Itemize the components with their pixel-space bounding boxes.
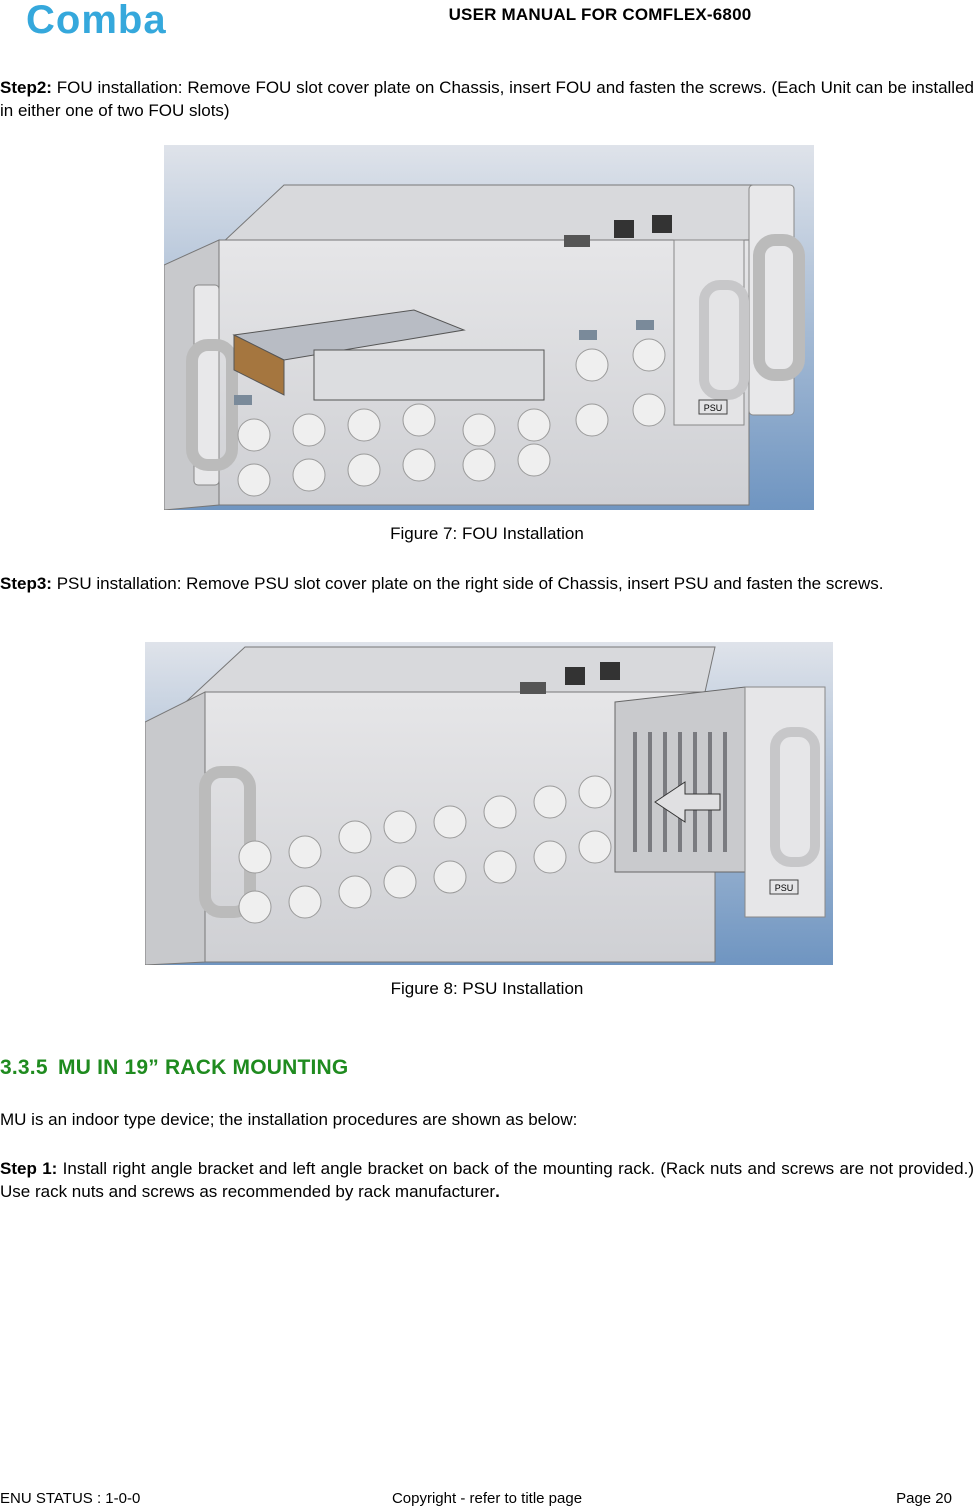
step3-text: PSU installation: Remove PSU slot cover …	[51, 574, 884, 593]
section-title: MU IN 19” RACK MOUNTING	[58, 1056, 349, 1079]
figure-7-caption: Figure 7: FOU Installation	[390, 524, 584, 543]
svg-text:Comba: Comba	[26, 0, 167, 42]
section-heading: 3.3.5 MU IN 19” RACK MOUNTING	[0, 1056, 348, 1080]
step2-paragraph: Step2: FOU installation: Remove FOU slot…	[0, 76, 974, 122]
step1-label: Step 1:	[0, 1159, 58, 1178]
footer-status: ENU STATUS : 1-0-0	[0, 1490, 141, 1507]
step2-text: FOU installation: Remove FOU slot cover …	[0, 78, 974, 120]
step2-label: Step2:	[0, 78, 52, 97]
psu-label-fig8: PSU	[775, 883, 794, 893]
comba-logo: Comba	[26, 0, 167, 42]
manual-title: USER MANUAL FOR COMFLEX-6800	[448, 5, 752, 24]
section-intro: MU is an indoor type device; the install…	[0, 1110, 578, 1129]
footer-page-number: Page 20	[896, 1490, 952, 1507]
footer-copyright: Copyright - refer to title page	[391, 1490, 583, 1507]
step3-label: Step3:	[0, 574, 52, 593]
section-number: 3.3.5	[0, 1056, 48, 1079]
step3-paragraph: Step3: PSU installation: Remove PSU slot…	[0, 572, 974, 595]
step1-end: .	[495, 1182, 500, 1201]
figure-8-psu-installation: PSU	[145, 642, 833, 965]
figure-7-fou-installation: PSU	[164, 145, 814, 510]
figure-8-caption: Figure 8: PSU Installation	[390, 979, 584, 998]
step1-paragraph: Step 1: Install right angle bracket and …	[0, 1157, 974, 1203]
step1-text: Install right angle bracket and left ang…	[0, 1159, 974, 1201]
psu-label-fig7: PSU	[704, 403, 723, 413]
